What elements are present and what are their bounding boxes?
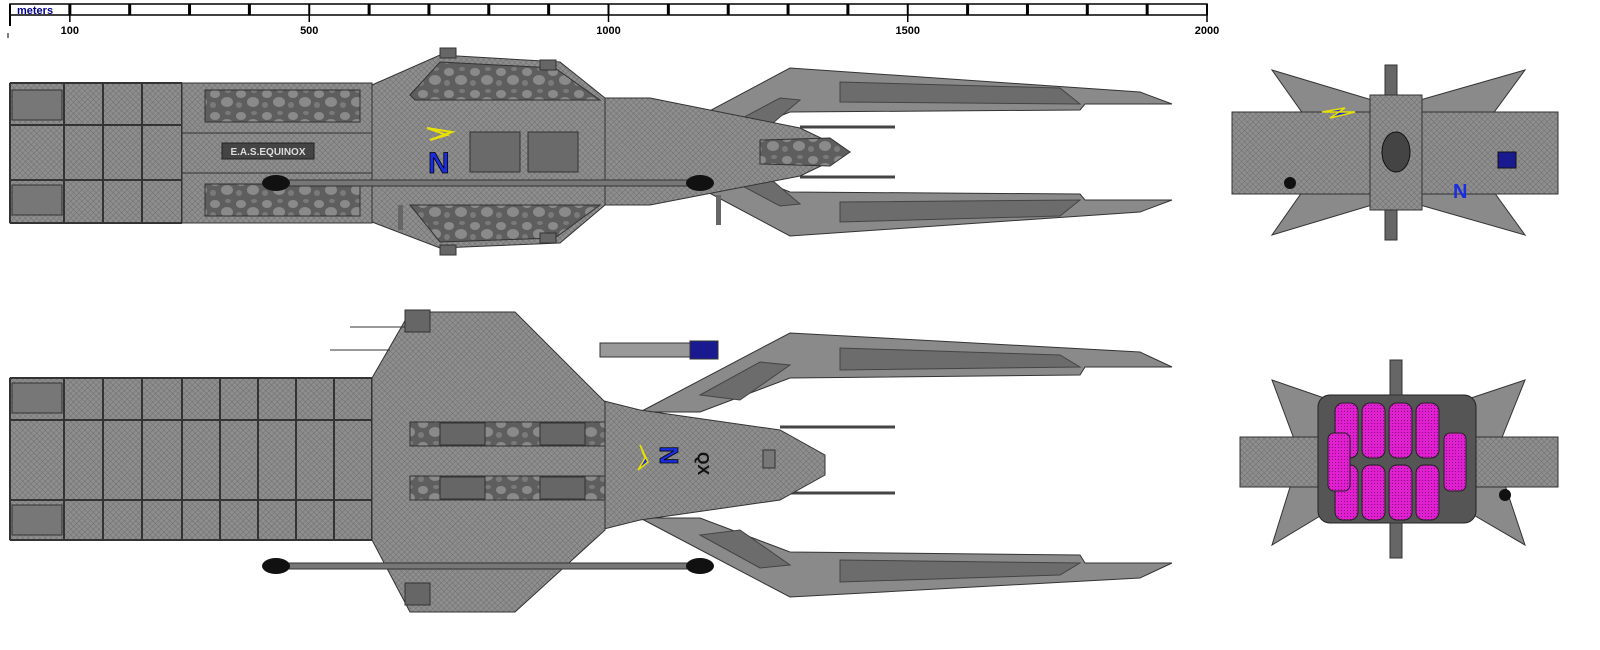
engine-exhaust [1415,402,1440,459]
ship-name-plate [221,142,315,160]
bottom-marking-code: QX [694,452,711,475]
upper-wing [639,332,1173,413]
scale-tick-label: 2000 [1195,25,1219,37]
main-gun-barrel [279,562,701,570]
scale-tick-label: 1000 [596,25,620,37]
ship-front-view: N [1231,64,1559,241]
ship-top-view: N QX [9,309,1173,613]
gun-breech [262,558,290,574]
camo-panel [408,204,602,243]
wing-panel [839,347,1082,371]
lower-wing [639,517,1173,598]
wing-panel [839,81,1082,105]
turret [1384,209,1398,241]
engine-exhaust [1327,432,1351,492]
wing-panel [698,361,792,401]
insignia-emblem [426,127,456,141]
scale-bar: meters 100 500 1000 1500 2000 [7,3,1219,38]
turret-cluster [527,131,579,173]
engine-exhaust [1443,432,1467,492]
wing-panel [839,199,1082,223]
antenna [716,195,721,225]
beam-emitter [689,340,719,360]
engine-exhaust [1361,402,1386,459]
turret [1389,359,1403,396]
camo-panel [409,61,602,101]
scale-tick-label: 1500 [896,25,920,37]
gun-breech [262,175,290,191]
ship-rear-view [1239,359,1559,559]
gun-muzzle [686,558,714,574]
front-bridge [1381,131,1411,173]
engine-exhaust [1415,464,1440,521]
front-panel-blue [1497,151,1517,169]
ship-side-view: E.A.S.EQUINOX N [9,47,1173,256]
turret [539,232,557,244]
scale-tick-label: 100 [61,25,79,37]
insignia-emblem [1321,107,1356,119]
engine-nozzle [11,382,63,414]
turret [439,47,457,59]
gun-muzzle [686,175,714,191]
camo-panel [204,89,361,123]
turret [1384,64,1398,96]
turret-cluster [439,422,486,446]
turret [404,582,431,606]
turret [439,244,457,256]
insignia-emblem [637,444,649,471]
main-gun-barrel [279,179,701,187]
beam-cannon [599,342,691,358]
turret [1389,522,1403,559]
ship-name: E.A.S.EQUINOX [230,147,305,158]
hull-marking: N [428,147,450,180]
bottom-marking-n: N [654,446,684,465]
turret [539,59,557,71]
wing-panel [698,529,792,569]
engine-exhaust [1388,464,1413,521]
turret [404,309,431,333]
turret-cluster [539,476,586,500]
sensor-port [762,449,776,469]
engine-nozzle [11,504,63,536]
nose-camo [759,137,851,167]
gun-muzzle [1499,489,1511,501]
forward-neck [599,399,826,531]
engine-nozzle [11,184,63,216]
turret-cluster [469,131,521,173]
gun-muzzle [1284,177,1296,189]
wing-panel [839,559,1082,583]
mid-hull [181,377,373,541]
turret-cluster [439,476,486,500]
scale-tick-label: 500 [300,25,318,37]
engine-exhaust [1388,402,1413,459]
antenna [398,205,403,230]
engine-nozzle [11,89,63,121]
turret-cluster [539,422,586,446]
scale-unit-label: meters [17,5,53,17]
front-marking: N [1453,181,1467,203]
engine-exhaust [1361,464,1386,521]
